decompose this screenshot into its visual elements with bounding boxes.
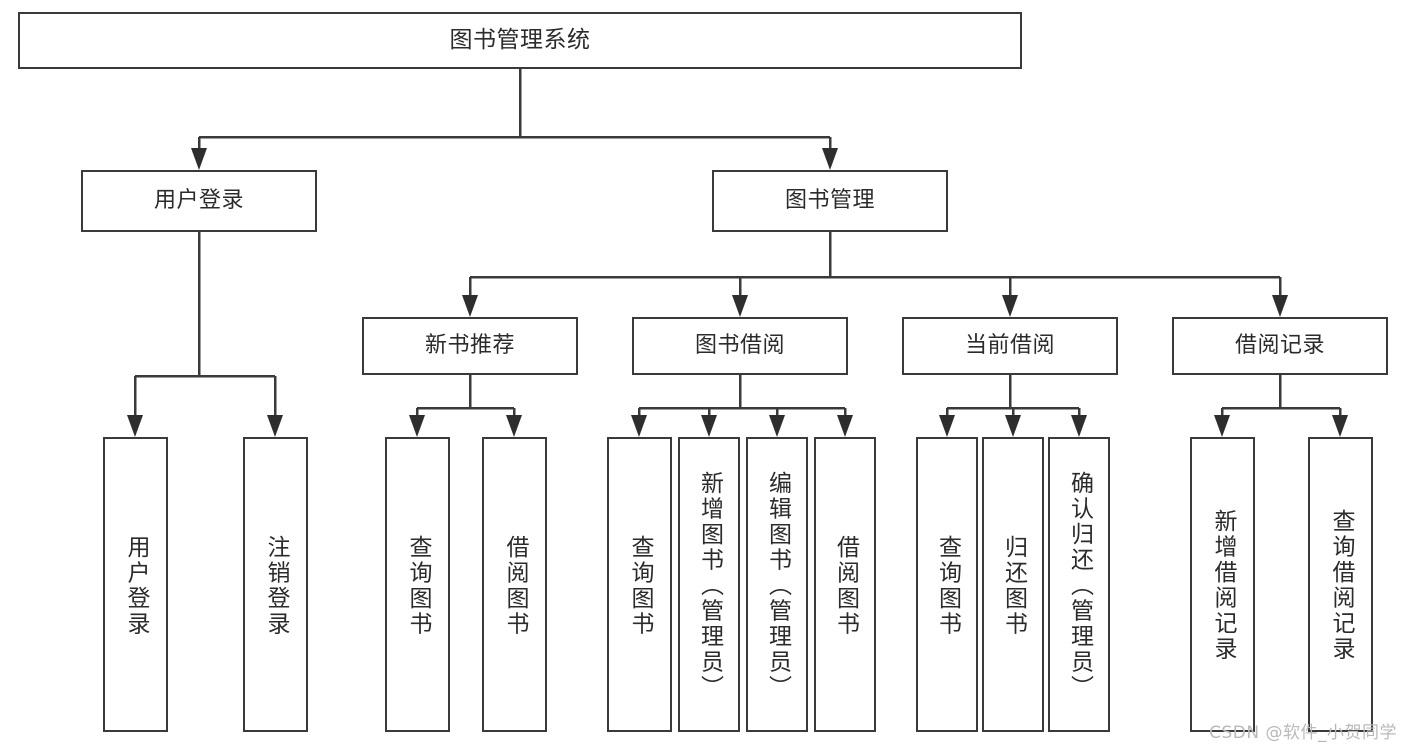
node-leaf-borrow-book-2[interactable]: 借阅图书 (814, 437, 876, 732)
node-leaf-query-book-3[interactable]: 查询图书 (916, 437, 978, 732)
node-label: 归还图书 (1000, 534, 1027, 637)
node-label: 查询图书 (627, 534, 653, 637)
node-current-borrow[interactable]: 当前借阅 (902, 317, 1118, 375)
node-leaf-add-book[interactable]: 新增图书（管理员） (678, 437, 740, 732)
node-leaf-query-book-1[interactable]: 查询图书 (385, 437, 450, 732)
node-label: 确认归还（管理员） (1066, 470, 1093, 701)
node-new-book-recommend[interactable]: 新书推荐 (362, 317, 578, 375)
node-label: 借阅图书 (502, 534, 528, 637)
node-label: 新书推荐 (424, 332, 515, 358)
node-leaf-add-borrow-record[interactable]: 新增借阅记录 (1190, 437, 1255, 732)
node-label: 查询借阅记录 (1328, 509, 1354, 662)
node-label: 当前借阅 (964, 332, 1055, 358)
node-label: 查询图书 (934, 534, 961, 637)
node-label: 借阅记录 (1234, 332, 1325, 358)
watermark-text: CSDN @软件_小贺同学 (1209, 723, 1397, 743)
node-label: 新增图书（管理员） (696, 470, 723, 701)
node-user-login[interactable]: 用户登录 (81, 170, 317, 232)
node-leaf-edit-book[interactable]: 编辑图书（管理员） (746, 437, 808, 732)
node-leaf-user-logout[interactable]: 注销登录 (243, 437, 308, 732)
node-label: 图书借阅 (694, 332, 785, 358)
node-label: 用户登录 (123, 534, 149, 637)
node-book-management[interactable]: 图书管理 (712, 170, 948, 232)
node-leaf-query-borrow-record[interactable]: 查询借阅记录 (1308, 437, 1373, 732)
node-label: 新增借阅记录 (1210, 509, 1236, 662)
node-leaf-confirm-return[interactable]: 确认归还（管理员） (1048, 437, 1110, 732)
node-leaf-user-login[interactable]: 用户登录 (103, 437, 168, 732)
node-book-borrow[interactable]: 图书借阅 (632, 317, 848, 375)
node-label: 借阅图书 (832, 534, 859, 637)
node-label: 编辑图书（管理员） (764, 470, 791, 701)
node-label: 用户登录 (153, 187, 244, 213)
node-leaf-return-book[interactable]: 归还图书 (982, 437, 1044, 732)
node-root-book-management-system[interactable]: 图书管理系统 (18, 12, 1022, 69)
node-label: 注销登录 (263, 534, 289, 637)
node-borrow-record[interactable]: 借阅记录 (1172, 317, 1388, 375)
node-label: 图书管理系统 (449, 26, 591, 53)
node-label: 图书管理 (784, 187, 875, 213)
node-leaf-borrow-book-1[interactable]: 借阅图书 (482, 437, 547, 732)
node-label: 查询图书 (405, 534, 431, 637)
node-leaf-query-book-2[interactable]: 查询图书 (607, 437, 672, 732)
